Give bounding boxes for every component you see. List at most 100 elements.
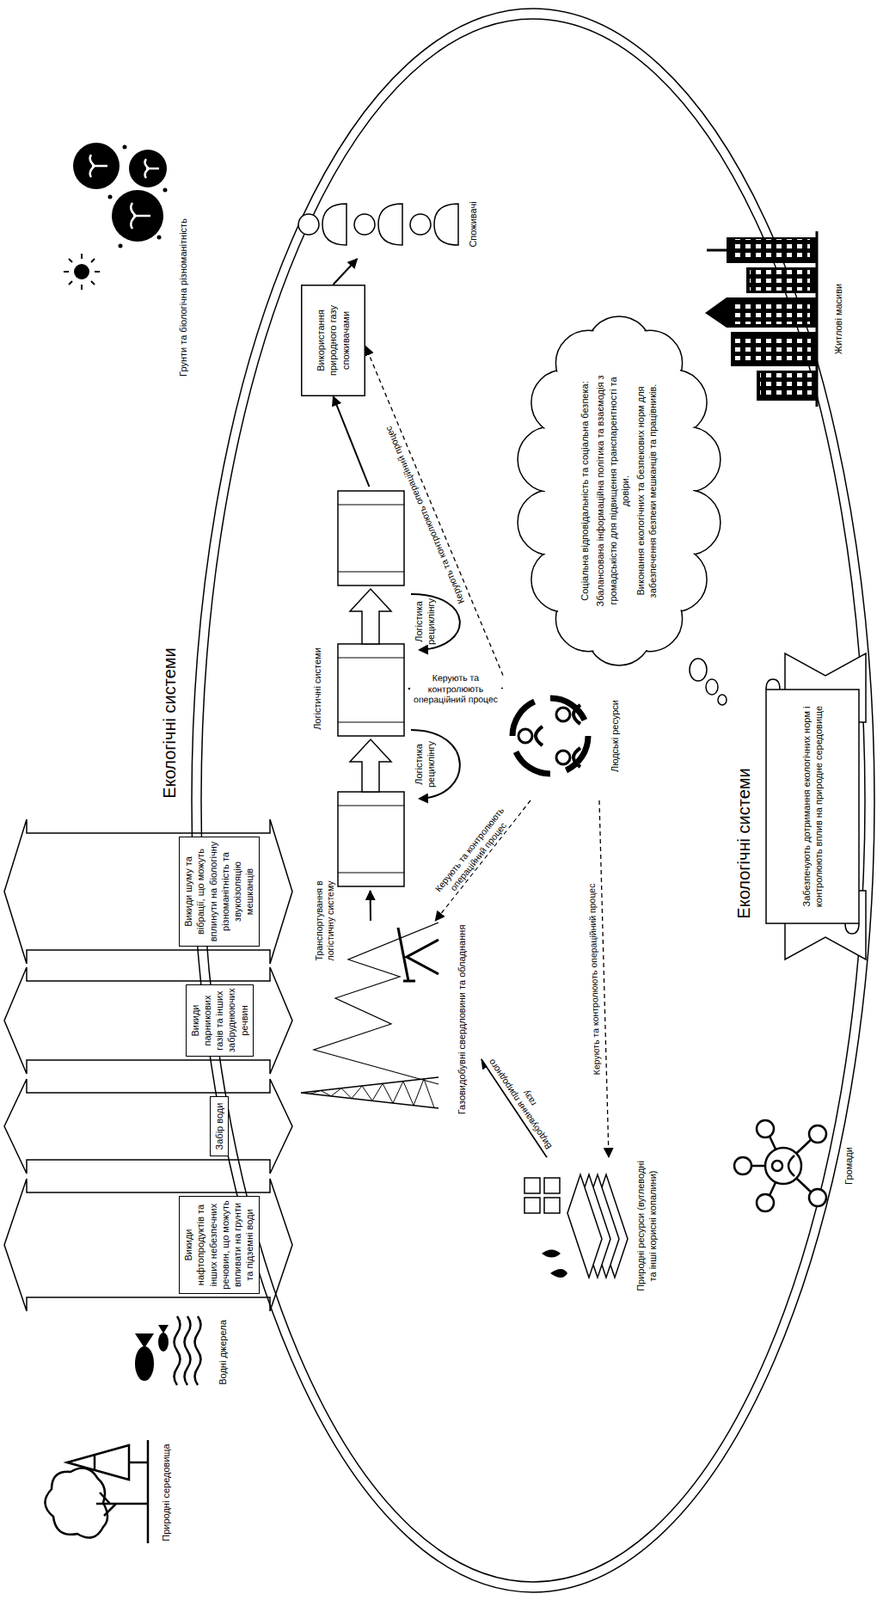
nature-icon [44,1440,148,1544]
shape-part [4,1178,293,1312]
shape-part [705,297,817,328]
node-text: Забір води [213,1100,226,1153]
shape-part [815,231,819,407]
shape-part [706,249,727,252]
shape-part [410,214,431,235]
edge-label: Керують та контролюють операційний проце… [584,880,603,1078]
emission-band: Викиди нафтопродуктів та інших небезпечн… [4,1178,293,1312]
consumers-node-shape [288,190,486,259]
shape-part [301,285,366,397]
shape-part [310,1079,435,1109]
emission-band: Викиди шуму та вібрації, що можуть вплин… [4,819,293,964]
icon-label: Логістика рециклінгу [412,590,438,653]
shape-part [705,679,718,695]
flow-arrow [333,258,358,285]
shape-part [749,269,810,291]
shape-part [434,203,459,246]
shape-part [410,729,460,799]
shape-part [726,237,817,264]
shape-part [337,490,405,586]
shape-part [4,819,293,964]
text-group: Газовидобувні свердловини та обладнання [455,920,468,1119]
node-text: Збалансована інформаційна політика та вз… [594,366,632,616]
node-text: Людські ресурси [608,671,621,801]
node-text: Забезпечують дотримання екологічних норм… [800,700,826,913]
shape-part [73,263,90,280]
node-text: Викиди шуму та вібрації, що можуть вплин… [182,840,257,943]
shape-part [134,1333,154,1349]
region-heading: Екологічні системи [732,767,755,919]
node-text: Викиди нафтопродуктів та інших небезпечн… [182,1200,257,1290]
edge-label: Транспортування в логістичну систему [312,875,337,967]
region-heading: Екологічні системи [158,647,181,798]
shape-part [147,1440,150,1544]
shape-part [157,235,162,240]
shape-part [573,748,581,767]
shape-part [322,203,347,246]
logistics-node: Логістичні системи [305,486,409,891]
shape-part [765,1147,802,1184]
shape-part [108,195,113,200]
communities-icon [734,1120,827,1212]
shape-part [337,805,405,873]
banner-node: Забезпечують дотримання екологічних норм… [760,653,876,960]
shape-part [735,334,811,364]
shape-part [535,726,543,746]
node-text: Соціальна відповідальність та соціальна … [578,366,591,616]
shape-part [90,154,160,229]
shape-part [772,1160,783,1172]
soil-icon [63,142,168,290]
process-box: Використання природного газу споживачами [300,284,366,397]
shape-part [766,679,859,934]
cloud-callout-shape [515,318,723,663]
shape-part [191,8,875,1593]
text-group: Викиди парникових газів та інших забрудн… [185,984,254,1057]
shape-part [573,705,581,724]
shape-part [300,1077,439,1109]
shape-part [788,1155,795,1177]
shape-part [163,188,168,193]
shape-part [378,203,403,246]
shape-part [174,1316,202,1386]
text-group: Забір води [209,1096,229,1157]
shape-part [134,1346,154,1381]
emission-band: Викиди парникових газів та інших забрудн… [4,967,293,1074]
shape-part [349,739,392,792]
shape-part [556,750,571,765]
shape-part [717,694,727,706]
edge-label: Видобування природного газу [482,1046,567,1157]
shape-part [512,698,589,774]
shape-part [63,253,100,290]
shape-part [158,1332,169,1352]
water-icon [134,1316,202,1386]
shape-part [746,267,817,294]
icon-label: Житлові масиви [832,283,845,355]
node-text: Викиди парникових газів та інших забрудн… [189,988,251,1053]
resources-node: Природні ресурси (вуглеводні та інші кор… [515,1157,671,1295]
shape-part [354,214,375,235]
shape-part [756,1194,774,1212]
icon-label: Водні джерела [216,1319,229,1386]
shape-part [746,1130,816,1202]
shape-part [756,370,817,401]
shape-part [734,1157,752,1175]
shape-part [524,1177,540,1194]
shape-part [298,214,319,235]
shape-part [67,1445,148,1480]
shape-part [518,729,533,743]
shape-part [689,658,707,681]
node-text: Логістичні системи [311,486,324,891]
shape-part [337,504,405,572]
text-group: Викиди нафтопродуктів та інших небезпечн… [178,1195,260,1295]
text-group: Викиди шуму та вібрації, що можуть вплин… [178,836,260,947]
shape-part [541,1250,561,1258]
human-resources-node: Людські ресурси [502,671,641,801]
shape-part [158,1324,169,1334]
control-arrow [435,800,531,921]
shape-part [4,967,293,1074]
text-group: Соціальна відповідальність та соціальна … [578,366,660,616]
text-group: Природні ресурси (вуглеводні та інші кор… [634,1157,660,1295]
emission-band-shape [4,1079,293,1174]
node-text: Використання природного газу споживачами [314,289,352,392]
